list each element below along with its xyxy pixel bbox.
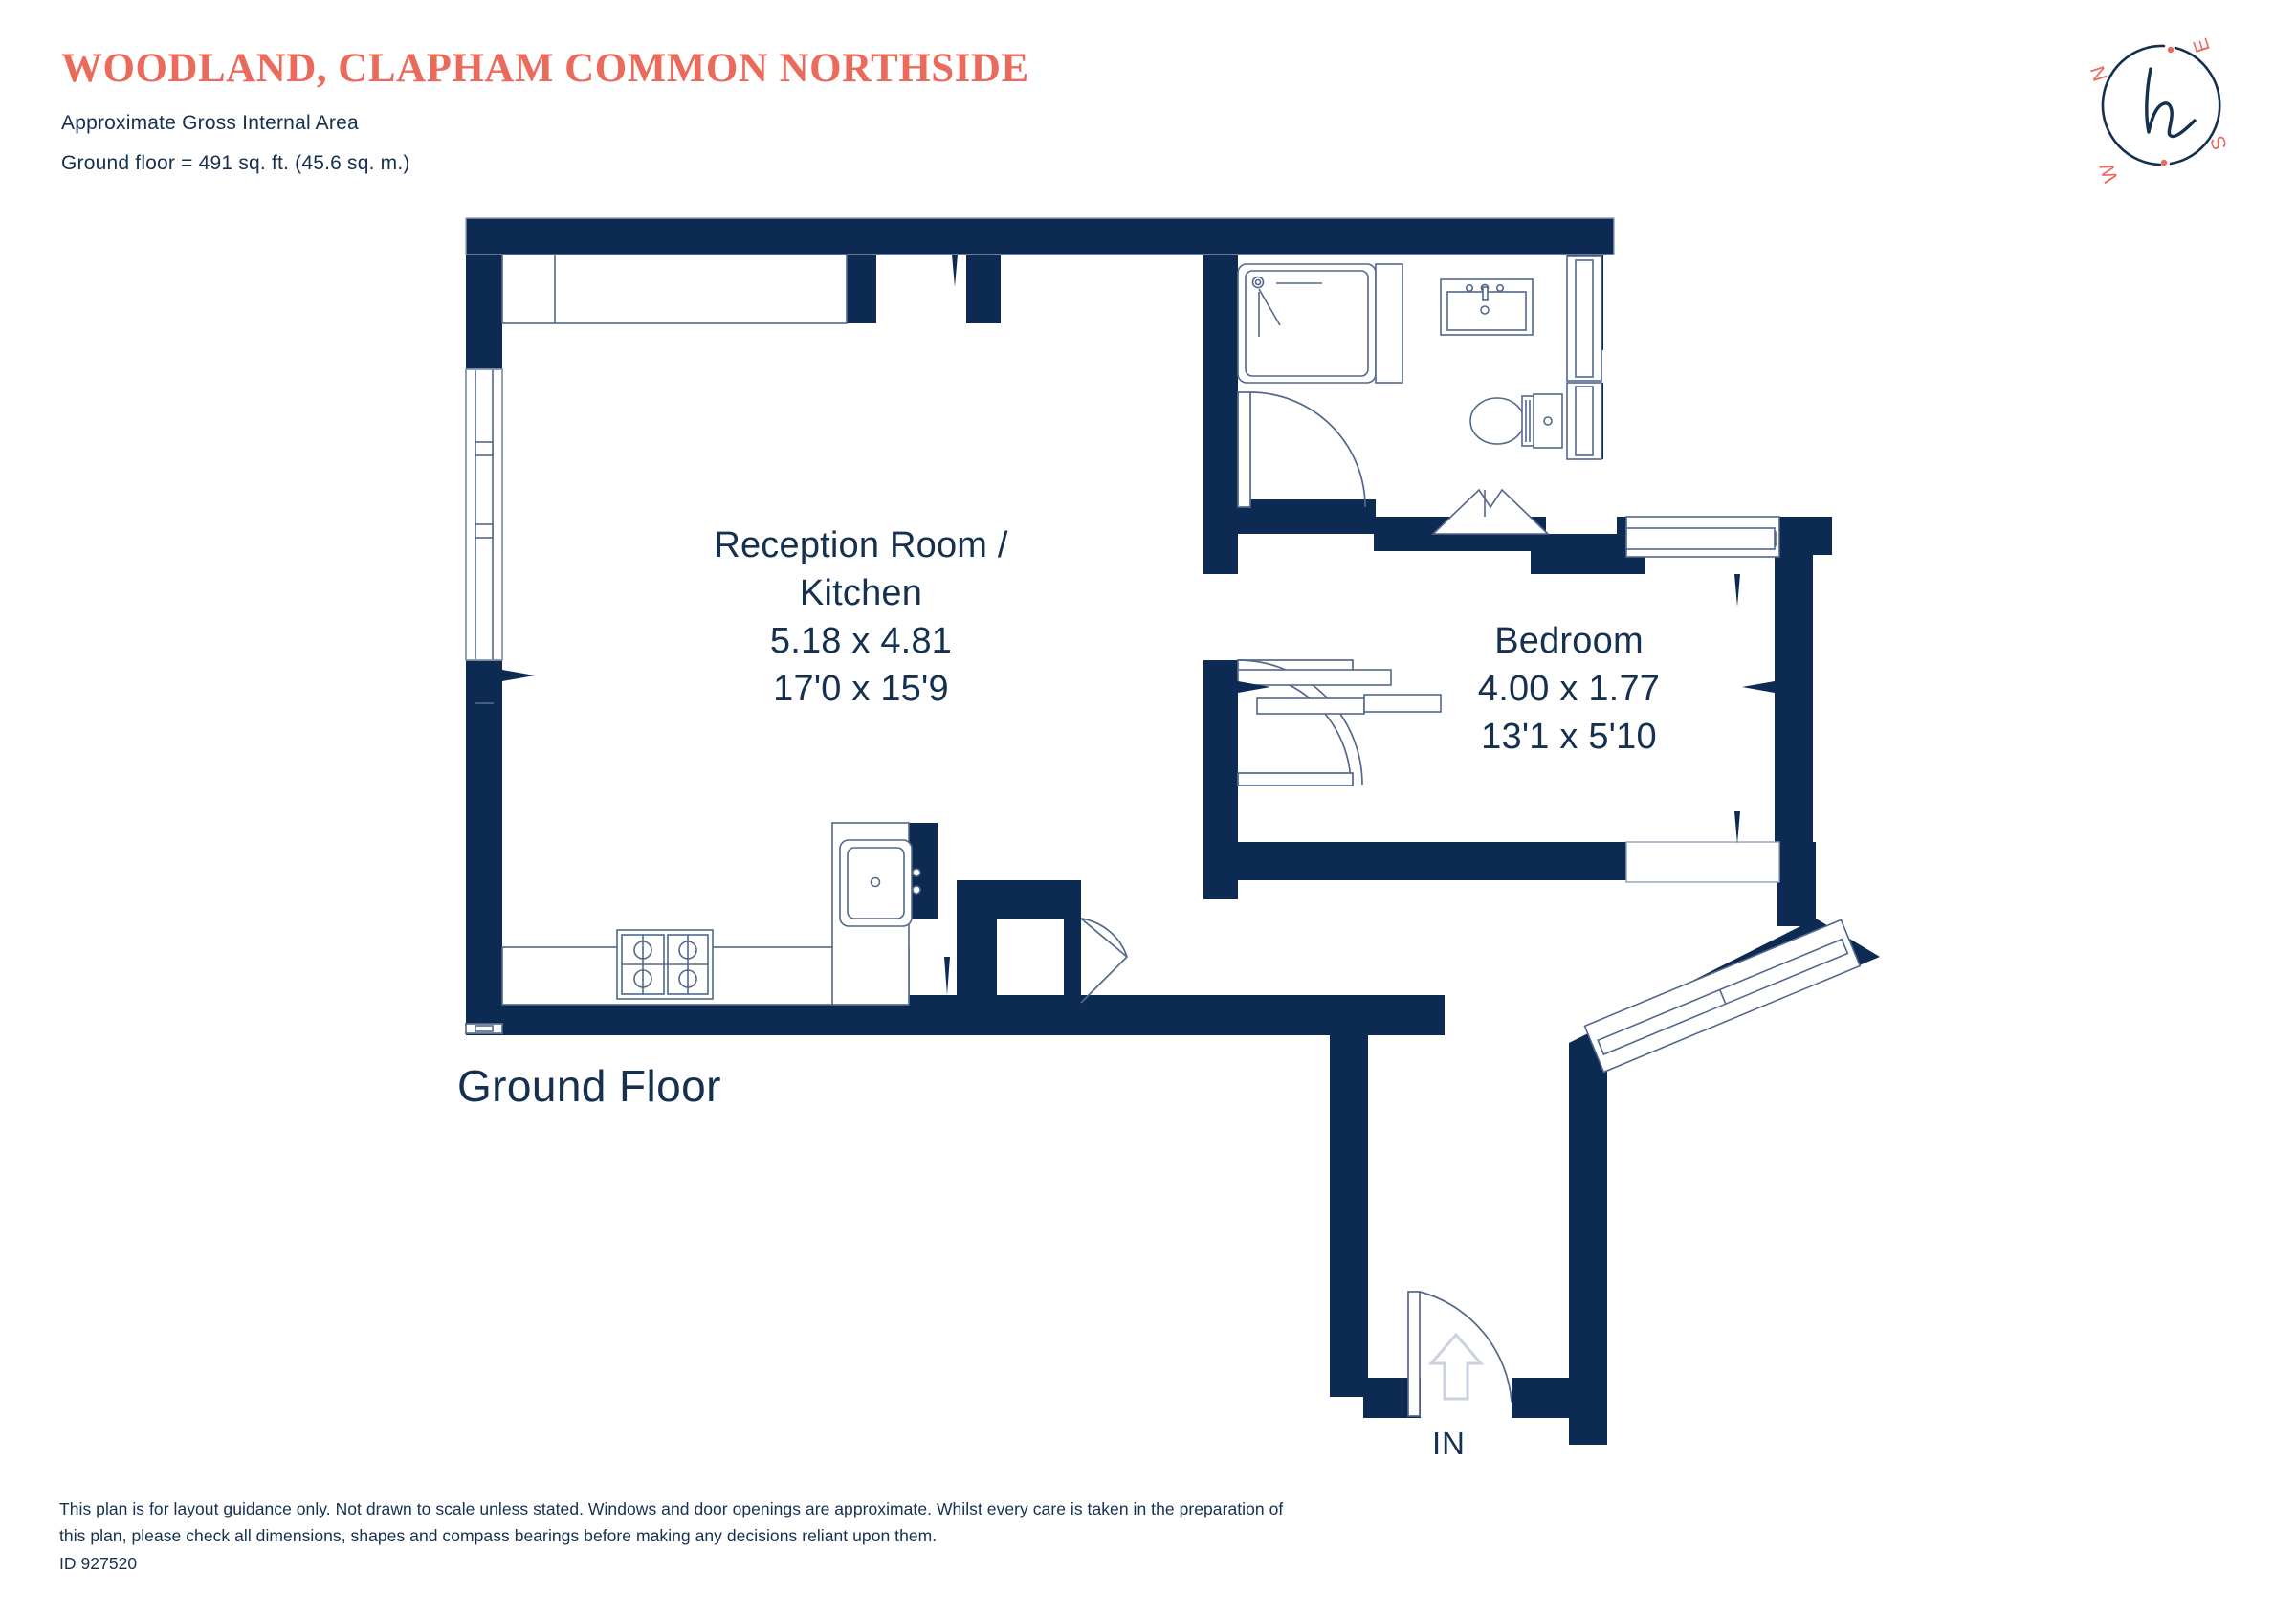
compass-dot-sw (2160, 159, 2168, 166)
disclaimer-line-2: in the preparation of this plan, please … (59, 1499, 1284, 1546)
page-title: WOODLAND, CLAPHAM COMMON NORTHSIDE (61, 46, 1029, 91)
room-dimensions-metric: 5.18 x 4.81 (769, 621, 953, 662)
room-label-reception: Reception Room / Kitchen 5.18 x 4.81 17'… (612, 521, 1110, 714)
cupboard-door[interactable] (1080, 918, 1128, 1004)
room-dimensions-metric: 4.00 x 1.77 (1477, 669, 1661, 710)
entrance-label: IN (1432, 1426, 1466, 1461)
window-bathroom-upper (1566, 255, 1602, 382)
plan-id: ID 927520 (59, 1553, 138, 1573)
bathroom-door[interactable] (1237, 391, 1366, 508)
bifold-door (1431, 488, 1550, 535)
wall-outlines (465, 217, 1615, 255)
dimension-arrows (502, 255, 1775, 995)
wash-basin (1440, 278, 1534, 336)
angled-window (1583, 919, 1862, 1074)
compass-label-north: N (2086, 63, 2112, 84)
room-dimensions-imperial: 17'0 x 15'9 (773, 669, 949, 710)
compass-label-south: S (2207, 133, 2232, 152)
room-label-bedroom: Bedroom 4.00 x 1.77 13'1 x 5'10 (1368, 617, 1770, 761)
hob-four-burner (616, 929, 714, 1000)
room-name-line2: Kitchen (799, 573, 923, 614)
header: WOODLAND, CLAPHAM COMMON NORTHSIDE Appro… (61, 46, 1401, 175)
window-bathroom-lower (1566, 382, 1602, 460)
bedroom-shelf (1625, 527, 1776, 550)
bay-window-left (465, 368, 503, 661)
compass-label-east: E (2190, 35, 2215, 55)
entrance-door[interactable] (1407, 1291, 1512, 1417)
area-value: Ground floor = 491 sq. ft. (45.6 sq. m.) (61, 152, 410, 175)
disclaimer-line-1: This plan is for layout guidance only. N… (59, 1499, 1129, 1518)
floor-label: Ground Floor (457, 1061, 721, 1111)
room-dimensions-imperial: 13'1 x 5'10 (1481, 717, 1657, 758)
kitchen-sink (839, 839, 921, 927)
toilet (1469, 393, 1563, 449)
walls (466, 218, 1880, 1445)
brand-monogram-icon (2145, 67, 2197, 139)
room-name-line1: Bedroom (1494, 621, 1644, 661)
area-subtitle: Approximate Gross Internal Area (61, 112, 359, 135)
upper-cabinets (501, 254, 848, 324)
shower-enclosure (1237, 263, 1403, 384)
glazed-return-bottom-left (465, 1023, 503, 1034)
compass-rose: N E S W (2086, 35, 2232, 185)
disclaimer: This plan is for layout guidance only. N… (59, 1495, 1303, 1577)
room-name-line1: Reception Room / (714, 525, 1008, 565)
in-arrow-icon (1427, 1332, 1485, 1401)
bedroom-alcove (1625, 841, 1780, 883)
compass-dot-ne (2167, 46, 2175, 54)
bedroom-wardrobe (1237, 669, 1442, 715)
